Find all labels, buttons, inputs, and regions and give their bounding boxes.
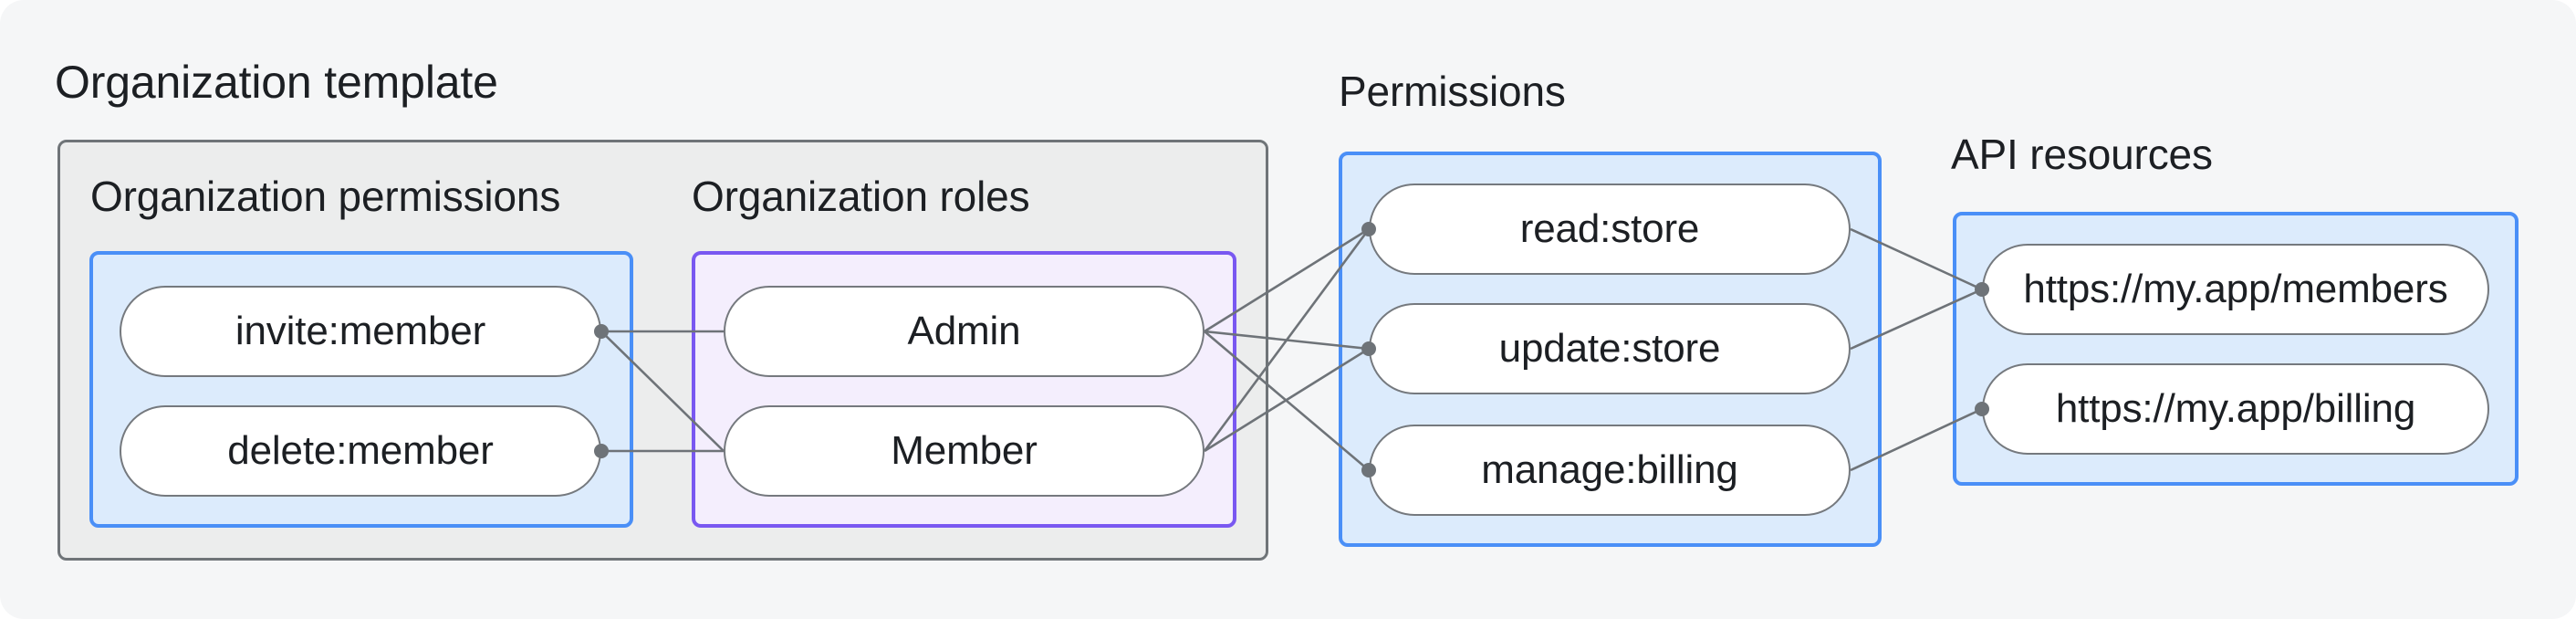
pill-admin-role: Admin [724, 286, 1205, 377]
junction-dot-read_store [1361, 222, 1376, 236]
pill-members-api-url-label: https://my.app/members [2023, 267, 2448, 311]
pill-billing-api-url: https://my.app/billing [1982, 363, 2489, 455]
junction-dot-manage_billing [1361, 463, 1376, 477]
pill-manage-billing: manage:billing [1369, 425, 1851, 516]
junction-dot-update_store [1361, 341, 1376, 356]
junction-dot-delete [594, 444, 609, 458]
pill-invite-member-label: invite:member [235, 309, 486, 353]
pill-delete-member: delete:member [120, 405, 601, 497]
org-permissions-label: Organization permissions [90, 173, 561, 220]
api-resources-label: API resources [1951, 131, 2213, 178]
pill-delete-member-label: delete:member [227, 428, 494, 473]
edge-member-to-update_store [1204, 347, 1370, 453]
org-template-title: Organization template [55, 57, 498, 108]
pill-member-role: Member [724, 405, 1205, 497]
pill-member-role-label: Member [891, 428, 1038, 473]
edge-member-to-read_store [1203, 228, 1371, 452]
pill-invite-member: invite:member [120, 286, 601, 377]
edge-update_store-to-members_api [1850, 288, 1983, 351]
junction-dot-invite [594, 324, 609, 339]
pill-read-store: read:store [1369, 184, 1851, 275]
pill-manage-billing-label: manage:billing [1481, 447, 1738, 492]
edge-read_store-to-members_api [1850, 227, 1983, 291]
pill-update-store: update:store [1369, 303, 1851, 394]
edge-admin-to-read_store [1204, 227, 1370, 333]
junction-dot-members_api [1975, 282, 1989, 297]
pill-update-store-label: update:store [1498, 326, 1721, 371]
pill-read-store-label: read:store [1519, 206, 1700, 251]
edge-manage_billing-to-billing_api [1850, 407, 1983, 472]
pill-billing-api-url-label: https://my.app/billing [2055, 386, 2416, 431]
org-roles-label: Organization roles [692, 173, 1030, 220]
permissions-label: Permissions [1339, 68, 1566, 115]
pill-admin-role-label: Admin [907, 309, 1021, 353]
junction-dot-billing_api [1975, 402, 1989, 416]
edge-invite-to-member [600, 330, 725, 452]
